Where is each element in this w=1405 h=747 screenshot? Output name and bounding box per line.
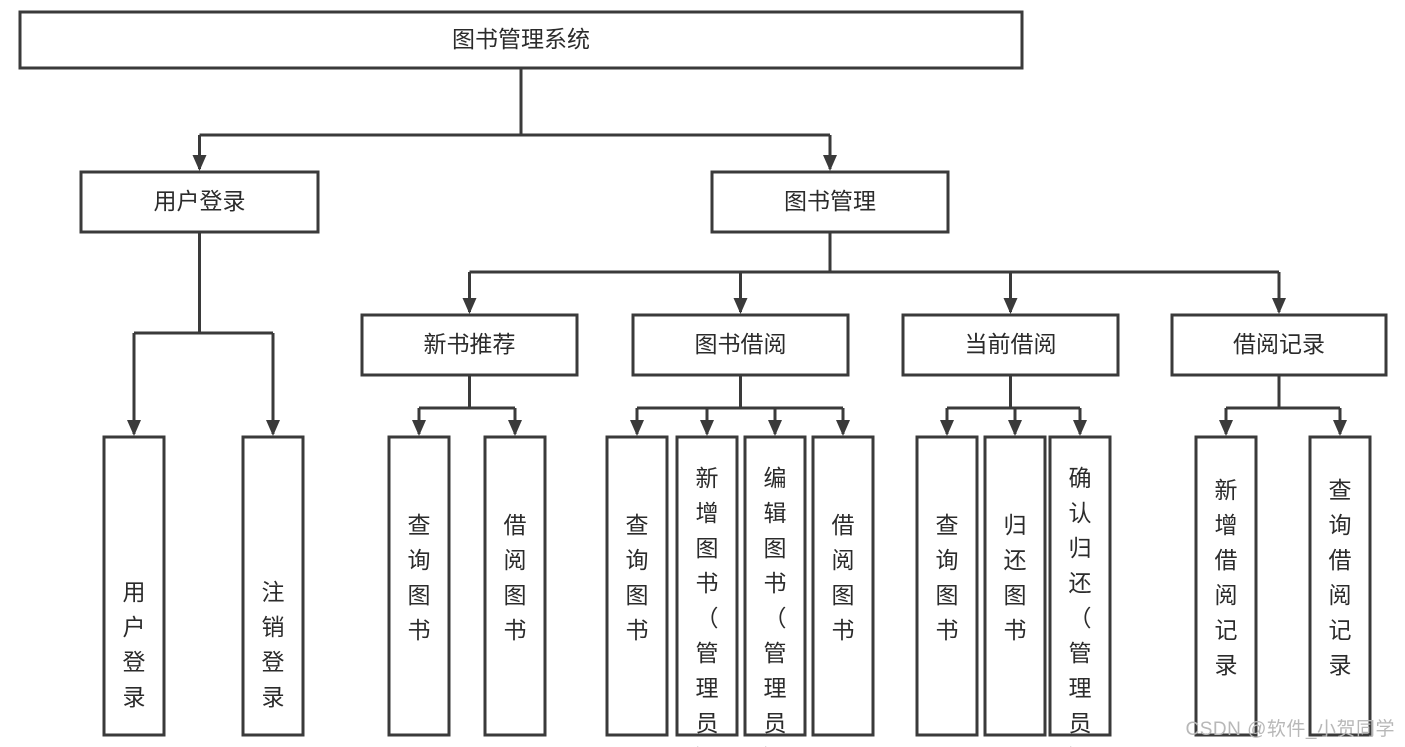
node-root-root[interactable]: 图书管理系统 [18,10,1024,70]
node-label: 新增借阅记录 [1215,477,1238,678]
node-book-management[interactable]: 图书管理 [710,170,950,234]
node-label: 借阅图书 [832,512,855,643]
arrow-head-icon [266,420,280,436]
node-label: 当前借阅 [965,331,1057,357]
arrow-head-icon [768,420,782,436]
connector-edges [127,68,1347,436]
node-label: 新增图书（管理员） [696,465,719,747]
node-label: 确认归还（管理员） [1069,465,1092,747]
node-boxes: 图书管理系统用户登录图书管理新书推荐图书借阅当前借阅借阅记录用户登录注销登录查询… [18,10,1388,747]
arrow-head-icon [127,420,141,436]
arrow-head-icon [1003,298,1018,314]
arrow-head-icon [1219,420,1233,436]
arrow-head-icon [462,298,477,314]
node-label: 注销登录 [262,579,285,710]
node-rect [360,313,579,377]
arrow-head-icon [1008,420,1022,436]
node-label: 编辑图书（管理员） [764,465,787,747]
node-label: 新书推荐 [424,331,516,357]
node-label: 用户登录 [123,579,146,710]
node-rect [102,435,166,737]
node-label: 借阅图书 [504,512,527,643]
node-rect [915,435,979,737]
node-leaf-confirm-return[interactable]: 确认归还（管理员） [1048,435,1112,747]
node-rect [79,170,320,234]
node-label: 图书管理 [784,188,876,214]
arrow-head-icon [192,155,207,171]
node-rect [1170,313,1388,377]
arrow-head-icon [1073,420,1087,436]
arrow-head-icon [1333,420,1347,436]
node-leaf-borrow-book-1[interactable]: 借阅图书 [483,435,547,737]
node-label: 图书借阅 [695,331,787,357]
watermark-text: CSDN @软件_小贺同学 [1185,719,1395,740]
node-rect [710,170,950,234]
arrow-head-icon [733,298,748,314]
arrow-head-icon [700,420,714,436]
node-leaf-query-record[interactable]: 查询借阅记录 [1308,435,1372,737]
node-new-book-recommend[interactable]: 新书推荐 [360,313,579,377]
node-rect [1194,435,1258,737]
node-label: 图书管理系统 [452,26,590,52]
node-leaf-edit-book[interactable]: 编辑图书（管理员） [743,435,807,747]
node-leaf-query-book-2[interactable]: 查询图书 [605,435,669,737]
node-leaf-logout[interactable]: 注销登录 [241,435,305,737]
arrow-head-icon [1272,298,1286,314]
node-rect [1308,435,1372,737]
node-user-login[interactable]: 用户登录 [79,170,320,234]
node-rect [1048,435,1112,737]
arrow-head-icon [836,420,850,436]
arrow-head-icon [508,420,522,436]
node-rect [675,435,739,737]
node-rect [811,435,875,737]
node-label: 归还图书 [1004,512,1027,643]
node-borrow-record[interactable]: 借阅记录 [1170,313,1388,377]
node-rect [901,313,1120,377]
node-label: 借阅记录 [1233,331,1325,357]
node-leaf-borrow-book-2[interactable]: 借阅图书 [811,435,875,737]
node-label: 查询图书 [408,512,431,643]
node-label: 查询借阅记录 [1329,477,1352,678]
node-leaf-add-book[interactable]: 新增图书（管理员） [675,435,739,747]
node-label: 用户登录 [154,188,246,214]
node-rect [983,435,1047,737]
node-leaf-query-book-3[interactable]: 查询图书 [915,435,979,737]
node-leaf-user-login[interactable]: 用户登录 [102,435,166,737]
node-rect [387,435,451,737]
node-rect [743,435,807,737]
arrow-head-icon [412,420,426,436]
node-leaf-query-book-1[interactable]: 查询图书 [387,435,451,737]
node-book-borrow[interactable]: 图书借阅 [631,313,850,377]
node-leaf-add-record[interactable]: 新增借阅记录 [1194,435,1258,737]
node-current-borrow[interactable]: 当前借阅 [901,313,1120,377]
node-label: 查询图书 [936,512,959,643]
node-rect [631,313,850,377]
arrow-head-icon [823,155,837,171]
node-rect [605,435,669,737]
node-rect [483,435,547,737]
node-rect [18,10,1024,70]
node-label: 查询图书 [626,512,649,643]
arrow-head-icon [940,420,954,436]
node-leaf-return-book[interactable]: 归还图书 [983,435,1047,737]
node-rect [241,435,305,737]
arrow-head-icon [630,420,644,436]
